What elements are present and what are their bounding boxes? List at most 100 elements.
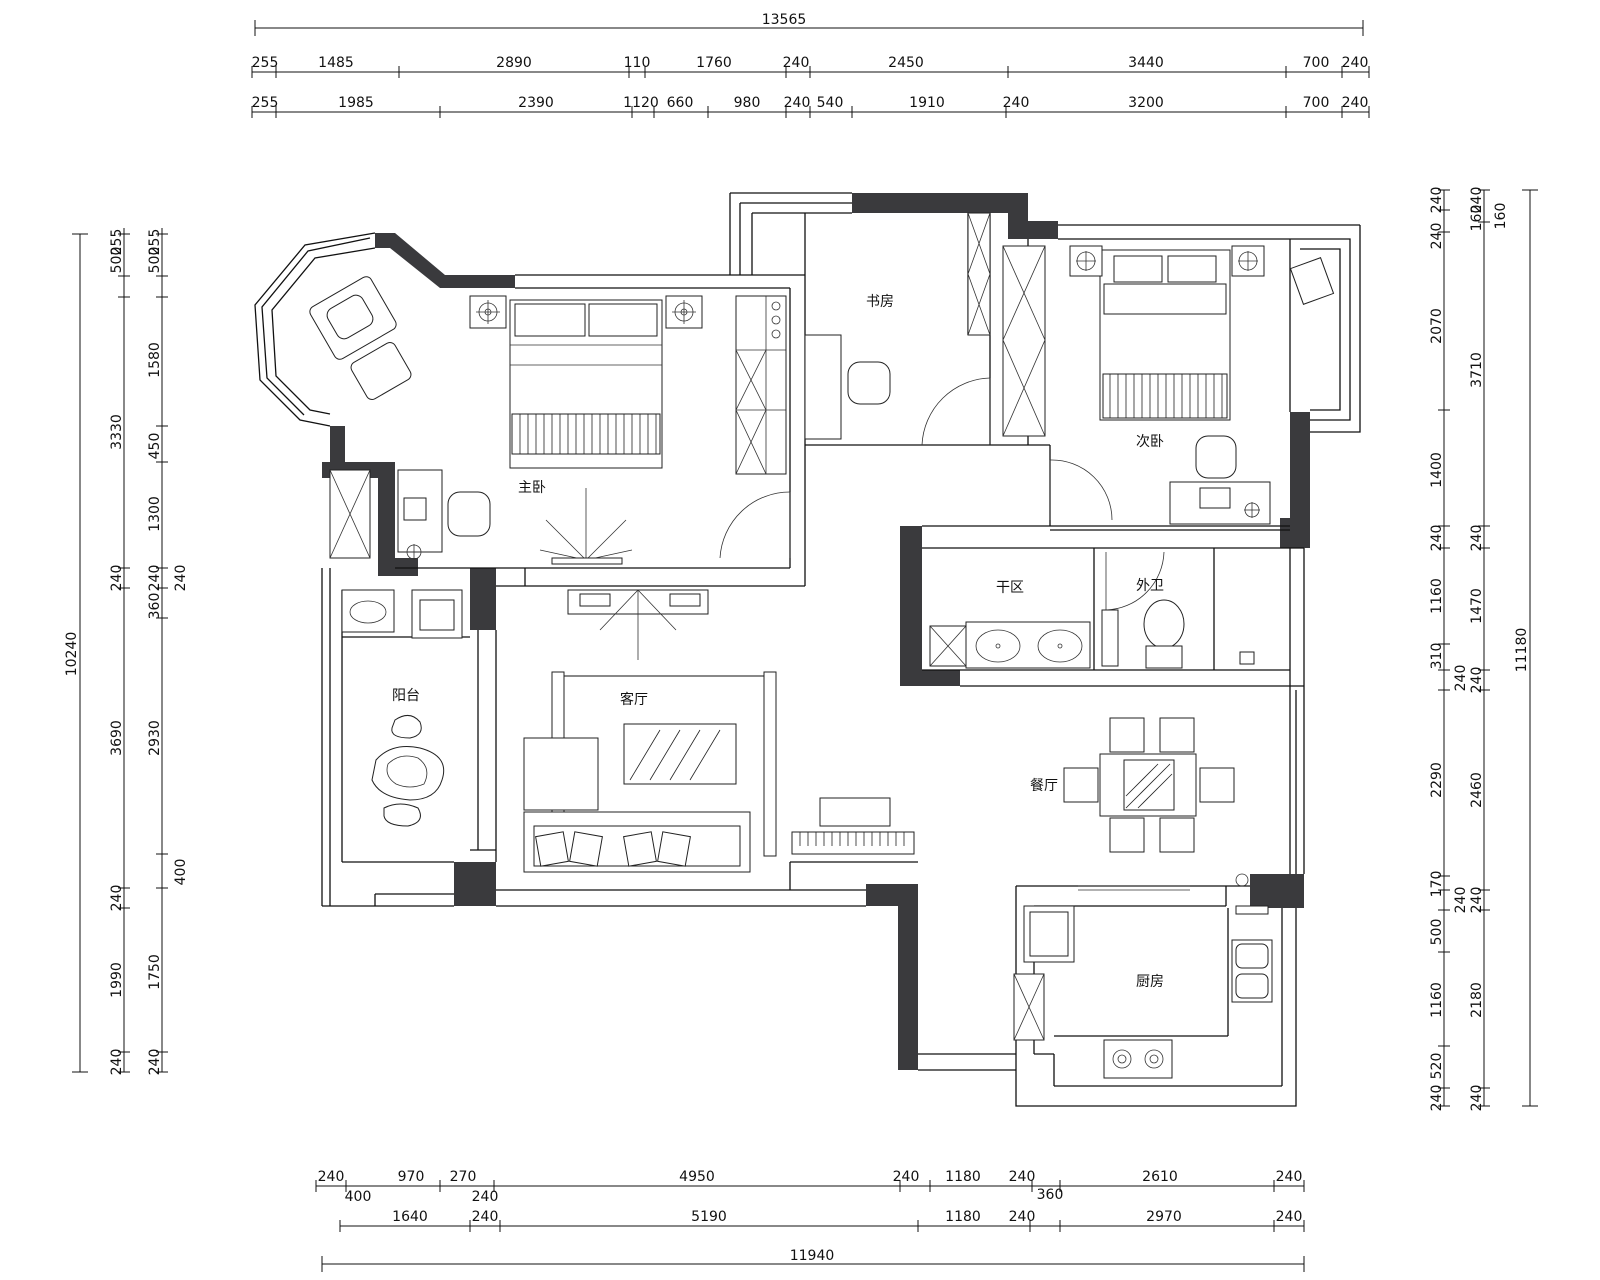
dim-left-col2-6: 360	[147, 593, 163, 620]
left-dimensions: 10240 500 255 3330 240 3690 240 1990 240…	[64, 228, 189, 1075]
dim-top-row2-3: 1120	[623, 95, 659, 111]
room-label-dry-zone: 干区	[996, 580, 1024, 596]
dim-bottom-row1-1: 970	[398, 1169, 425, 1185]
dim-left-col2-2: 1580	[147, 342, 163, 378]
dim-bottom-row1-3: 4950	[679, 1169, 715, 1185]
room-labels: 书房 主卧 次卧 干区 外卫 阳台 客厅 餐厅 厨房	[392, 294, 1164, 990]
dining-furniture	[1063, 717, 1235, 853]
room-label-balcony: 阳台	[392, 688, 420, 704]
dim-bottom-sub-0: 400	[345, 1189, 372, 1205]
structural-walls	[322, 193, 1310, 1070]
dim-bottom-row1-8: 240	[1276, 1169, 1303, 1185]
dim-left-col1-2: 3330	[109, 414, 125, 450]
dim-left-col2-8: 400	[173, 859, 189, 886]
dim-left-col1-0: 500	[109, 247, 125, 274]
dim-bottom-row2-4: 240	[1009, 1209, 1036, 1225]
dim-left-col2-4: 1300	[147, 496, 163, 532]
dim-top-row2-6: 240	[784, 95, 811, 111]
dim-left-col2-1: 255	[147, 229, 163, 256]
dim-top-row2-1: 1985	[338, 95, 374, 111]
dim-right-col2-4: 1470	[1469, 588, 1485, 624]
dim-top-row2-8: 1910	[909, 95, 945, 111]
dim-top-row2-2: 2390	[518, 95, 554, 111]
dim-top-row1-3: 110	[624, 55, 651, 71]
dim-left-col2-10: 240	[147, 1049, 163, 1076]
dim-right-col1-2: 2070	[1429, 308, 1445, 344]
dim-right-col2-7: 240	[1469, 887, 1485, 914]
dim-right-col1-14: 240	[1429, 1085, 1445, 1112]
dim-right-col1-5: 1160	[1429, 578, 1445, 614]
dim-left-col1-1: 255	[109, 229, 125, 256]
dim-right-col2-1: 160	[1469, 205, 1485, 232]
kitchen-furniture	[1013, 873, 1273, 1079]
dim-right-col2-6: 2460	[1469, 772, 1485, 808]
dim-bottom-row1-6: 240	[1009, 1169, 1036, 1185]
dim-bottom-row2-5: 2970	[1146, 1209, 1182, 1225]
dim-bottom-row2-2: 5190	[691, 1209, 727, 1225]
dim-right-col1-3: 1400	[1429, 452, 1445, 488]
dim-bottom-row1-4: 240	[893, 1169, 920, 1185]
bathroom-fixtures	[929, 599, 1255, 669]
doors	[719, 377, 1190, 891]
dim-left-col1-4: 3690	[109, 720, 125, 756]
dim-top-row2-9: 240	[1003, 95, 1030, 111]
dim-right-extra: 160	[1493, 203, 1509, 230]
dim-top-row2-12: 240	[1342, 95, 1369, 111]
dim-top-row2-5: 980	[734, 95, 761, 111]
dim-top-row1-7: 3440	[1128, 55, 1164, 71]
dim-right-col1-6: 310	[1429, 643, 1445, 670]
dim-right-col1-1: 240	[1429, 223, 1445, 250]
bay-armchairs	[309, 276, 412, 559]
dim-bottom-overall: 11940	[790, 1248, 835, 1264]
dim-bottom-sub-2: 360	[1037, 1187, 1064, 1203]
dim-top-row1-6: 2450	[888, 55, 924, 71]
study-furniture	[804, 212, 991, 440]
dim-top-row2-4: 660	[667, 95, 694, 111]
dim-top-row2-0: 255	[252, 95, 279, 111]
dim-top-row2-11: 700	[1303, 95, 1330, 111]
dim-top-row1-4: 1760	[696, 55, 732, 71]
right-dimensions: 240 240 2070 1400 240 1160 310 240 2290 …	[1429, 187, 1538, 1112]
second-bedroom-furniture	[1002, 245, 1335, 525]
dim-bottom-row1-7: 2610	[1142, 1169, 1178, 1185]
dim-right-col1-10: 240	[1453, 887, 1469, 914]
dim-left-col2-0: 500	[147, 247, 163, 274]
dim-left-overall: 10240	[64, 632, 80, 677]
dim-right-col1-11: 500	[1429, 919, 1445, 946]
dim-right-col2-8: 2180	[1469, 982, 1485, 1018]
dim-left-col1-7: 240	[109, 1049, 125, 1076]
dim-right-col2-9: 240	[1469, 1085, 1485, 1112]
dim-top-overall: 13565	[762, 12, 807, 28]
dim-top-row1-8: 700	[1303, 55, 1330, 71]
room-label-master-bedroom: 主卧	[518, 480, 546, 496]
dim-left-extra: 240	[173, 565, 189, 592]
room-label-study: 书房	[866, 294, 894, 310]
dim-left-col2-3: 450	[147, 433, 163, 460]
room-label-kitchen: 厨房	[1136, 974, 1164, 990]
room-label-living-room: 客厅	[620, 691, 648, 708]
master-bedroom-furniture	[397, 295, 787, 565]
room-label-second-bedroom: 次卧	[1136, 434, 1164, 450]
dim-right-col1-4: 240	[1429, 525, 1445, 552]
dim-left-col2-5: 240	[147, 565, 163, 592]
dim-left-col2-9: 1750	[147, 954, 163, 990]
dim-top-row1-9: 240	[1342, 55, 1369, 71]
dim-top-row1-5: 240	[783, 55, 810, 71]
dim-bottom-row1-5: 1180	[945, 1169, 981, 1185]
dim-right-col1-12: 1160	[1429, 982, 1445, 1018]
dim-top-row1-0: 255	[252, 55, 279, 71]
dim-bottom-row2-1: 240	[472, 1209, 499, 1225]
dim-top-row1-1: 1485	[318, 55, 354, 71]
dim-bottom-sub-1: 240	[472, 1189, 499, 1205]
dim-right-col1-9: 170	[1429, 871, 1445, 898]
dim-right-col1-7: 240	[1453, 665, 1469, 692]
dim-top-row2-10: 3200	[1128, 95, 1164, 111]
top-dimensions: 13565 255 1485 2890 110 1760 240 2450 34…	[251, 12, 1370, 118]
dim-bottom-row2-6: 240	[1276, 1209, 1303, 1225]
dim-top-row2-7: 540	[817, 95, 844, 111]
dim-right-col1-0: 240	[1429, 187, 1445, 214]
dim-left-col2-7: 2930	[147, 720, 163, 756]
dim-right-col2-2: 3710	[1469, 352, 1485, 388]
living-room-furniture	[341, 589, 915, 873]
